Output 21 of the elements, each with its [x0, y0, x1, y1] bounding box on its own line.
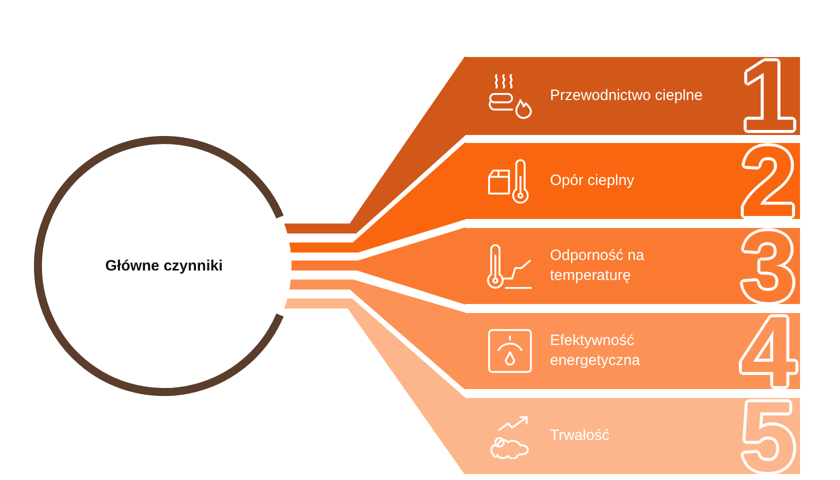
ribbon-connector: [291, 228, 466, 304]
factor-bar: [465, 398, 800, 474]
factor-bar: [465, 143, 800, 219]
factor-bar: [465, 228, 800, 304]
step-number: 1: [740, 57, 796, 135]
step-number: 3: [740, 228, 796, 304]
ribbon-connector: [284, 56, 466, 234]
factor-bar: [465, 313, 800, 389]
ribbon-connector: [284, 298, 466, 474]
factor-label: Efektywność energetyczna: [550, 330, 642, 371]
factor-bar: [465, 57, 800, 135]
factor-label: Opór cieplny: [550, 170, 634, 191]
ribbon-connector: [289, 142, 466, 252]
step-number: 4: [740, 313, 796, 389]
step-number: 2: [740, 143, 796, 219]
hub-label: Główne czynniki: [105, 258, 223, 274]
factor-label: Przewodnictwo cieplne: [550, 86, 703, 106]
factor-label: Odporność na temperaturę: [550, 246, 646, 286]
step-number: 5: [740, 398, 796, 474]
ribbon-connector: [289, 280, 466, 390]
factor-label: Trwałość: [550, 426, 610, 446]
